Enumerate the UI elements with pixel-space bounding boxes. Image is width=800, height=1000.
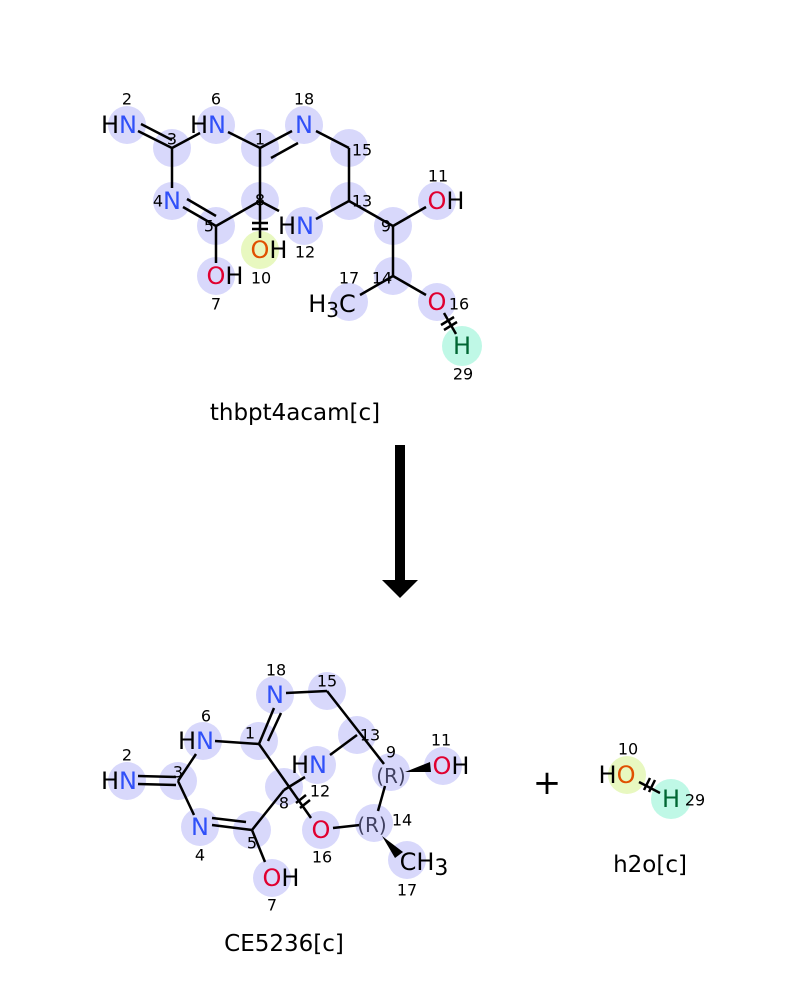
atom-29-label: H xyxy=(662,785,680,813)
bonds xyxy=(638,777,661,795)
cleavage-mark xyxy=(295,794,307,804)
atom-12-label: HN xyxy=(278,212,314,240)
atom-index: 8 xyxy=(279,794,289,813)
atom-indices: 2 3 6 1 18 15 4 8 13 5 12 9 11 10 7 14 1… xyxy=(122,90,473,384)
atom-index: 4 xyxy=(195,846,205,865)
atom-16-label: O xyxy=(312,816,331,844)
atom-17-label: CH3 xyxy=(400,848,449,881)
atom-index: 10 xyxy=(251,269,271,288)
atom-6-label: HN xyxy=(178,727,214,755)
atom-2-label: HN xyxy=(101,767,137,795)
atom-index: 3 xyxy=(173,763,183,782)
atom-index: 9 xyxy=(381,217,391,236)
atom-index: 2 xyxy=(122,746,132,765)
atom-labels: HN HN N HN N OH O (R) (R) OH CH3 xyxy=(101,681,469,892)
atom-index: 7 xyxy=(211,295,221,314)
atom-10-label: OH xyxy=(251,236,288,264)
atom-index: 12 xyxy=(295,243,315,262)
atom-index: 13 xyxy=(360,726,380,745)
atom-6-label: HN xyxy=(190,111,226,139)
atom-4-label: N xyxy=(191,813,209,841)
atom-index: 1 xyxy=(245,724,255,743)
atom-index: 29 xyxy=(685,791,705,810)
atom-index: 14 xyxy=(392,811,412,830)
atom-16-label: O xyxy=(428,288,447,316)
atom-labels: HN HN N N HN OH OH OH H3C O H xyxy=(101,111,471,360)
atom-index: 3 xyxy=(167,130,177,149)
atom-index: 18 xyxy=(294,90,314,109)
product-name: CE5236[c] xyxy=(224,931,344,957)
atom-index: 14 xyxy=(372,269,392,288)
atom-18-label: N xyxy=(266,681,284,709)
atom-index: 11 xyxy=(428,167,448,186)
bonds xyxy=(137,122,458,335)
atom-index: 6 xyxy=(211,90,221,109)
water-name: h2o[c] xyxy=(613,852,687,878)
atom-index: 1 xyxy=(255,130,265,149)
atom-index: 13 xyxy=(352,192,372,211)
atom-index: 10 xyxy=(618,740,638,759)
cleavage-mark xyxy=(642,777,652,791)
substrate-name: thbpt4acam[c] xyxy=(210,400,380,426)
product-molecule: HN HN N HN N OH O (R) (R) OH CH3 2 3 6 1… xyxy=(101,661,469,958)
atom-index: 5 xyxy=(247,834,257,853)
atom-7-label: OH xyxy=(207,262,244,290)
atom-9-stereo: (R) xyxy=(376,764,406,788)
atom-17-label: H3C xyxy=(308,290,356,322)
atom-index: 9 xyxy=(386,743,396,762)
atom-index: 5 xyxy=(204,217,214,236)
atom-index: 16 xyxy=(449,295,469,314)
wedge-bond xyxy=(405,762,431,772)
atom-index: 12 xyxy=(310,782,330,801)
atom-12-label: HN xyxy=(291,751,327,779)
atom-11-label: OH xyxy=(428,187,465,215)
wedge-bond xyxy=(382,836,403,858)
atom-index: 4 xyxy=(153,192,163,211)
atom-index: 6 xyxy=(201,707,211,726)
reaction-arrow xyxy=(382,445,418,598)
plus-sign: + xyxy=(533,763,562,803)
atom-2-label: HN xyxy=(101,111,137,139)
atom-index: 2 xyxy=(122,90,132,109)
atom-11-label: OH xyxy=(433,752,470,780)
atom-10-label: HO xyxy=(599,761,636,789)
cleavage-mark xyxy=(440,315,455,327)
atom-index: 16 xyxy=(312,848,332,867)
atom-14-stereo: (R) xyxy=(357,813,387,837)
atom-indices: 2 3 6 1 18 15 13 12 8 4 5 7 16 14 9 11 1… xyxy=(122,661,451,915)
atom-index: 15 xyxy=(352,141,372,160)
atom-index: 11 xyxy=(431,731,451,750)
atom-index: 17 xyxy=(339,269,359,288)
atom-18-label: N xyxy=(295,111,313,139)
atom-index: 29 xyxy=(453,365,473,384)
atom-7-label: OH xyxy=(263,864,300,892)
atom-index: 7 xyxy=(267,896,277,915)
atom-index: 15 xyxy=(317,672,337,691)
substrate-molecule: HN HN N N HN OH OH OH H3C O H 2 3 6 1 18… xyxy=(101,90,482,426)
atom-index: 18 xyxy=(266,661,286,680)
atom-index: 17 xyxy=(397,881,417,900)
atom-index: 8 xyxy=(255,191,265,210)
bonds xyxy=(137,689,431,863)
atom-29-label: H xyxy=(453,332,471,360)
water-molecule: HO H 10 29 h2o[c] xyxy=(599,740,706,879)
atom-4-label: N xyxy=(163,187,181,215)
